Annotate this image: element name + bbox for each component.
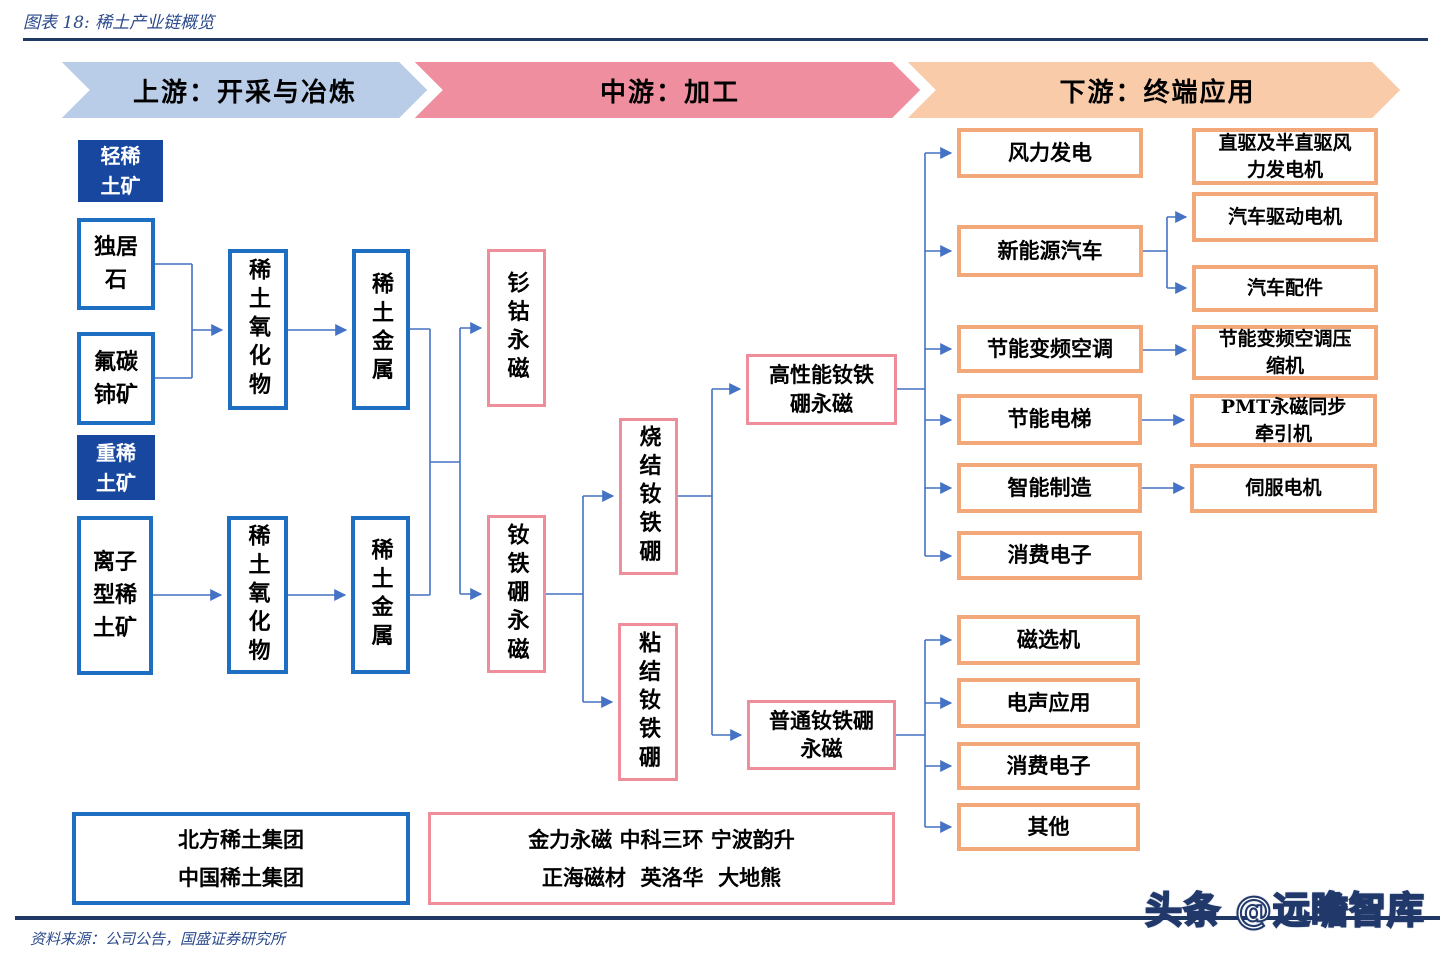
midstream-companies-box: 金力永磁 中科三环 宁波韵升 正海磁材 英洛华 大地熊 <box>428 812 895 905</box>
ndfeb-magnet-box: 钕铁硼永磁 <box>487 515 546 673</box>
stage-banners <box>52 58 1406 122</box>
source-note: 资料来源：公司公告，国盛证券研究所 <box>30 930 286 948</box>
rare-earth-metal-box-bottom: 稀土金属 <box>351 516 410 674</box>
figure-title: 图表 18: 稀土产业链概览 <box>23 13 215 33</box>
app-consumer-electronics-box-top: 消费电子 <box>957 531 1142 580</box>
banner-midstream-shape <box>405 58 926 122</box>
rare-earth-oxide-box-top: 稀土氧化物 <box>228 249 288 410</box>
bastnaesite-box: 氟碳铈矿 <box>77 332 155 425</box>
monazite-box: 独居石 <box>77 218 155 310</box>
rare-earth-oxide-box-bottom: 稀土氧化物 <box>227 516 288 674</box>
product-pmt-traction-machine-box: PMT永磁同步牵引机 <box>1190 394 1377 447</box>
upstream-company-line1: 北方稀土集团 <box>178 826 304 852</box>
rare-earth-metal-box-top: 稀土金属 <box>352 249 410 410</box>
app-nev-box: 新能源汽车 <box>957 225 1143 277</box>
product-auto-parts-box: 汽车配件 <box>1192 265 1378 312</box>
product-ac-compressor-box: 节能变频空调压缩机 <box>1192 325 1378 380</box>
watermark: 头条 @远瞻智库 <box>1144 888 1425 933</box>
upstream-companies-box: 北方稀土集团 中国稀土集团 <box>72 812 410 905</box>
banner-downstream-shape <box>898 58 1406 122</box>
high-performance-ndfeb-box: 高性能钕铁硼永磁 <box>746 354 897 425</box>
heavy-rare-earth-ore-tag: 重稀土矿 <box>77 435 155 500</box>
app-others-box: 其他 <box>957 803 1140 851</box>
app-electroacoustic-box: 电声应用 <box>957 678 1140 728</box>
app-wind-power-box: 风力发电 <box>957 128 1143 178</box>
ordinary-ndfeb-box: 普通钕铁硼永磁 <box>747 700 896 770</box>
light-rare-earth-ore-tag: 轻稀土矿 <box>78 140 163 202</box>
banner-upstream-shape <box>52 58 433 122</box>
app-magnetic-separator-box: 磁选机 <box>957 615 1140 665</box>
bonded-ndfeb-box: 粘结钕铁硼 <box>618 623 678 781</box>
app-consumer-electronics-box-bottom: 消费电子 <box>957 742 1140 790</box>
bottom-rule <box>15 916 1440 920</box>
app-smart-manufacturing-box: 智能制造 <box>957 463 1142 513</box>
banner-upstream-label: 上游：开采与冶炼 <box>132 77 357 108</box>
ionic-clay-ore-box: 离子型稀土矿 <box>77 516 153 675</box>
product-ev-drive-motor-box: 汽车驱动电机 <box>1192 192 1378 242</box>
product-direct-drive-wind-generator-box: 直驱及半直驱风力发电机 <box>1192 128 1378 185</box>
midstream-company-line2: 正海磁材 英洛华 大地熊 <box>541 864 782 890</box>
product-servo-motor-box: 伺服电机 <box>1190 464 1377 513</box>
top-rule <box>23 38 1428 41</box>
banner-midstream-label: 中游：加工 <box>599 77 740 108</box>
upstream-company-line2: 中国稀土集团 <box>178 864 304 890</box>
sintered-ndfeb-box: 烧结钕铁硼 <box>619 418 678 575</box>
banner-downstream-label: 下游：终端应用 <box>1059 77 1256 108</box>
app-inverter-ac-box: 节能变频空调 <box>957 325 1143 373</box>
app-elevator-box: 节能电梯 <box>957 394 1142 445</box>
smco-magnet-box: 钐钴永磁 <box>487 249 546 407</box>
midstream-company-line1: 金力永磁 中科三环 宁波韵升 <box>528 826 795 852</box>
